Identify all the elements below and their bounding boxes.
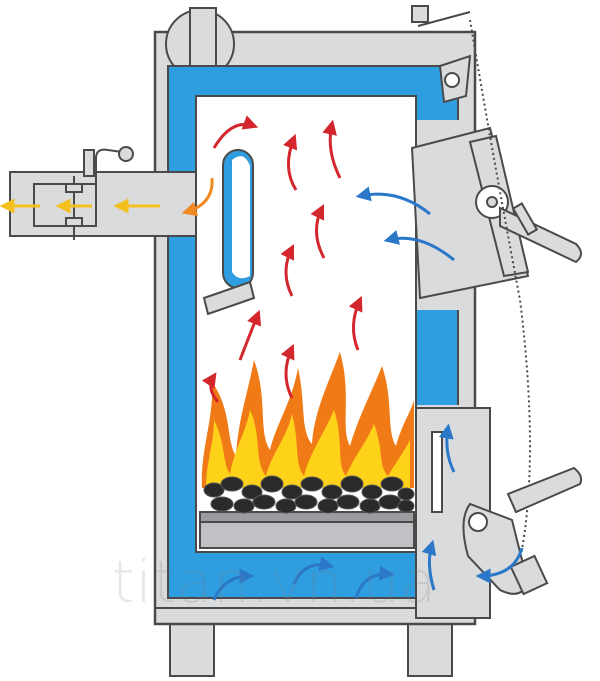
hot-gas-arrow-icon [280, 343, 295, 399]
cold-air-arrow-icon [475, 547, 524, 584]
cold-air-arrow-icon [212, 568, 255, 601]
cold-air-arrow-icon [383, 230, 455, 262]
cold-air-arrow-icon [421, 539, 437, 591]
hot-gas-arrow-icon [283, 133, 298, 191]
hot-gas-arrow-icon [212, 115, 259, 149]
hot-gas-arrow-icon [238, 309, 262, 361]
cold-air-arrow-icon [438, 423, 456, 473]
left-leg [169, 617, 215, 677]
cold-air-arrow-icon [354, 565, 395, 599]
top-collar [165, 7, 235, 79]
loading-door [410, 126, 582, 300]
hot-gas-arrow-icon [280, 243, 295, 297]
cold-air-arrow-icon [292, 556, 335, 585]
flue-arrow-icon [181, 177, 214, 217]
hot-gas-arrow-icon [201, 372, 220, 403]
door-handle-icon [506, 466, 583, 514]
flue-gas-arrows [0, 177, 214, 217]
boiler-legs [169, 617, 453, 677]
right-leg [407, 617, 453, 677]
flames [201, 352, 414, 488]
hot-gas-arrow-icon [322, 119, 342, 179]
fire-grate [199, 511, 415, 549]
watermark: titan.vn.ua [112, 548, 438, 616]
heat-exchanger-baffle [202, 149, 256, 316]
cold-air-arrows [212, 186, 524, 601]
cold-air-arrow-icon [355, 186, 431, 216]
coal-bed [203, 475, 415, 514]
hot-gas-arrow-icon [348, 295, 363, 351]
hot-gas-arrow-icon [310, 203, 326, 259]
hot-gas-arrows [201, 115, 363, 403]
